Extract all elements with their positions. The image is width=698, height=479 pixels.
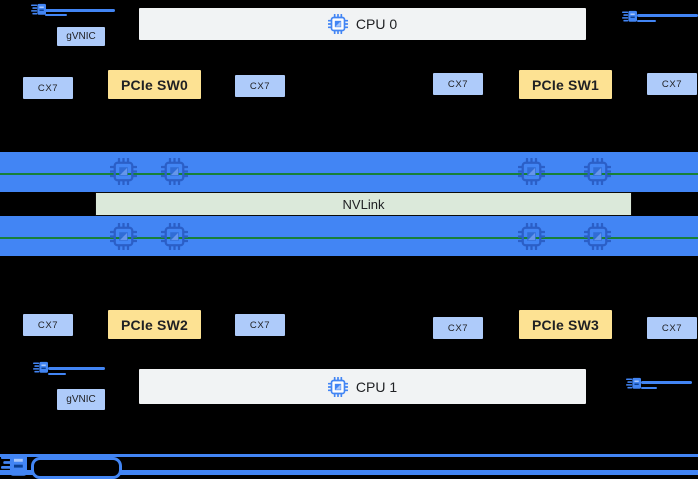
gpu-chip-icon [110, 158, 137, 185]
cpu-chip-icon [327, 376, 348, 397]
pcie-switch2-node: PCIe SW2 [108, 310, 201, 339]
gpu-chip-icon [584, 158, 611, 185]
cx7-nic-node: CX7 [235, 314, 285, 336]
nic-icon-bottom-right [626, 377, 641, 389]
cx7-nic-node: CX7 [23, 314, 73, 336]
pcie-switch0-node: PCIe SW0 [108, 70, 201, 99]
nvlink-rail-bottom [0, 236, 698, 239]
gvnic-bottom-node: gVNIC [57, 389, 105, 410]
gpu-chip-icon [110, 223, 137, 250]
bottom-bus-line-1 [0, 454, 698, 457]
network-wire [637, 20, 656, 22]
bottom-label-pill [31, 457, 122, 479]
cx7-nic-node: CX7 [433, 73, 483, 95]
bottom-bus-line-2 [0, 470, 698, 475]
gpu-chip-icon [161, 223, 188, 250]
cpu0-label: CPU 0 [355, 16, 398, 32]
pcie-switch1-node: PCIe SW1 [519, 70, 612, 99]
cx7-nic-node: CX7 [433, 317, 483, 339]
cpu1-label: CPU 1 [355, 378, 398, 395]
cx7-nic-node: CX7 [647, 73, 697, 95]
cpu-chip-icon [327, 14, 348, 34]
gpu-chip-icon [518, 223, 545, 250]
network-wire [641, 381, 692, 384]
cx7-nic-node: CX7 [647, 317, 697, 339]
nic-icon-top-right [622, 10, 637, 22]
nvlink-rail-top [0, 172, 698, 175]
gvnic-top-node: gVNIC [57, 27, 105, 46]
network-wire [45, 9, 115, 12]
nvlink-node: NVLink [95, 192, 632, 216]
cx7-nic-node: CX7 [23, 77, 73, 99]
gpu-chip-icon [584, 223, 611, 250]
nic-icon-top-left [31, 3, 46, 15]
network-wire [48, 373, 66, 375]
network-wire [45, 14, 67, 16]
chip-icon-bottom-left [1, 454, 27, 476]
gpu-band-bottom [0, 216, 698, 256]
gpu-band-top [0, 152, 698, 192]
gpu-chip-icon [518, 158, 545, 185]
gpu-chip-icon [161, 158, 188, 185]
cx7-nic-node: CX7 [235, 75, 285, 97]
network-wire [641, 387, 657, 389]
nic-icon-bottom-left [33, 361, 48, 373]
cpu1-node: CPU 1 [139, 369, 586, 404]
network-wire [637, 14, 698, 17]
cpu0-node: CPU 0 [139, 8, 586, 40]
pcie-switch3-node: PCIe SW3 [519, 310, 612, 339]
network-wire [48, 367, 105, 370]
